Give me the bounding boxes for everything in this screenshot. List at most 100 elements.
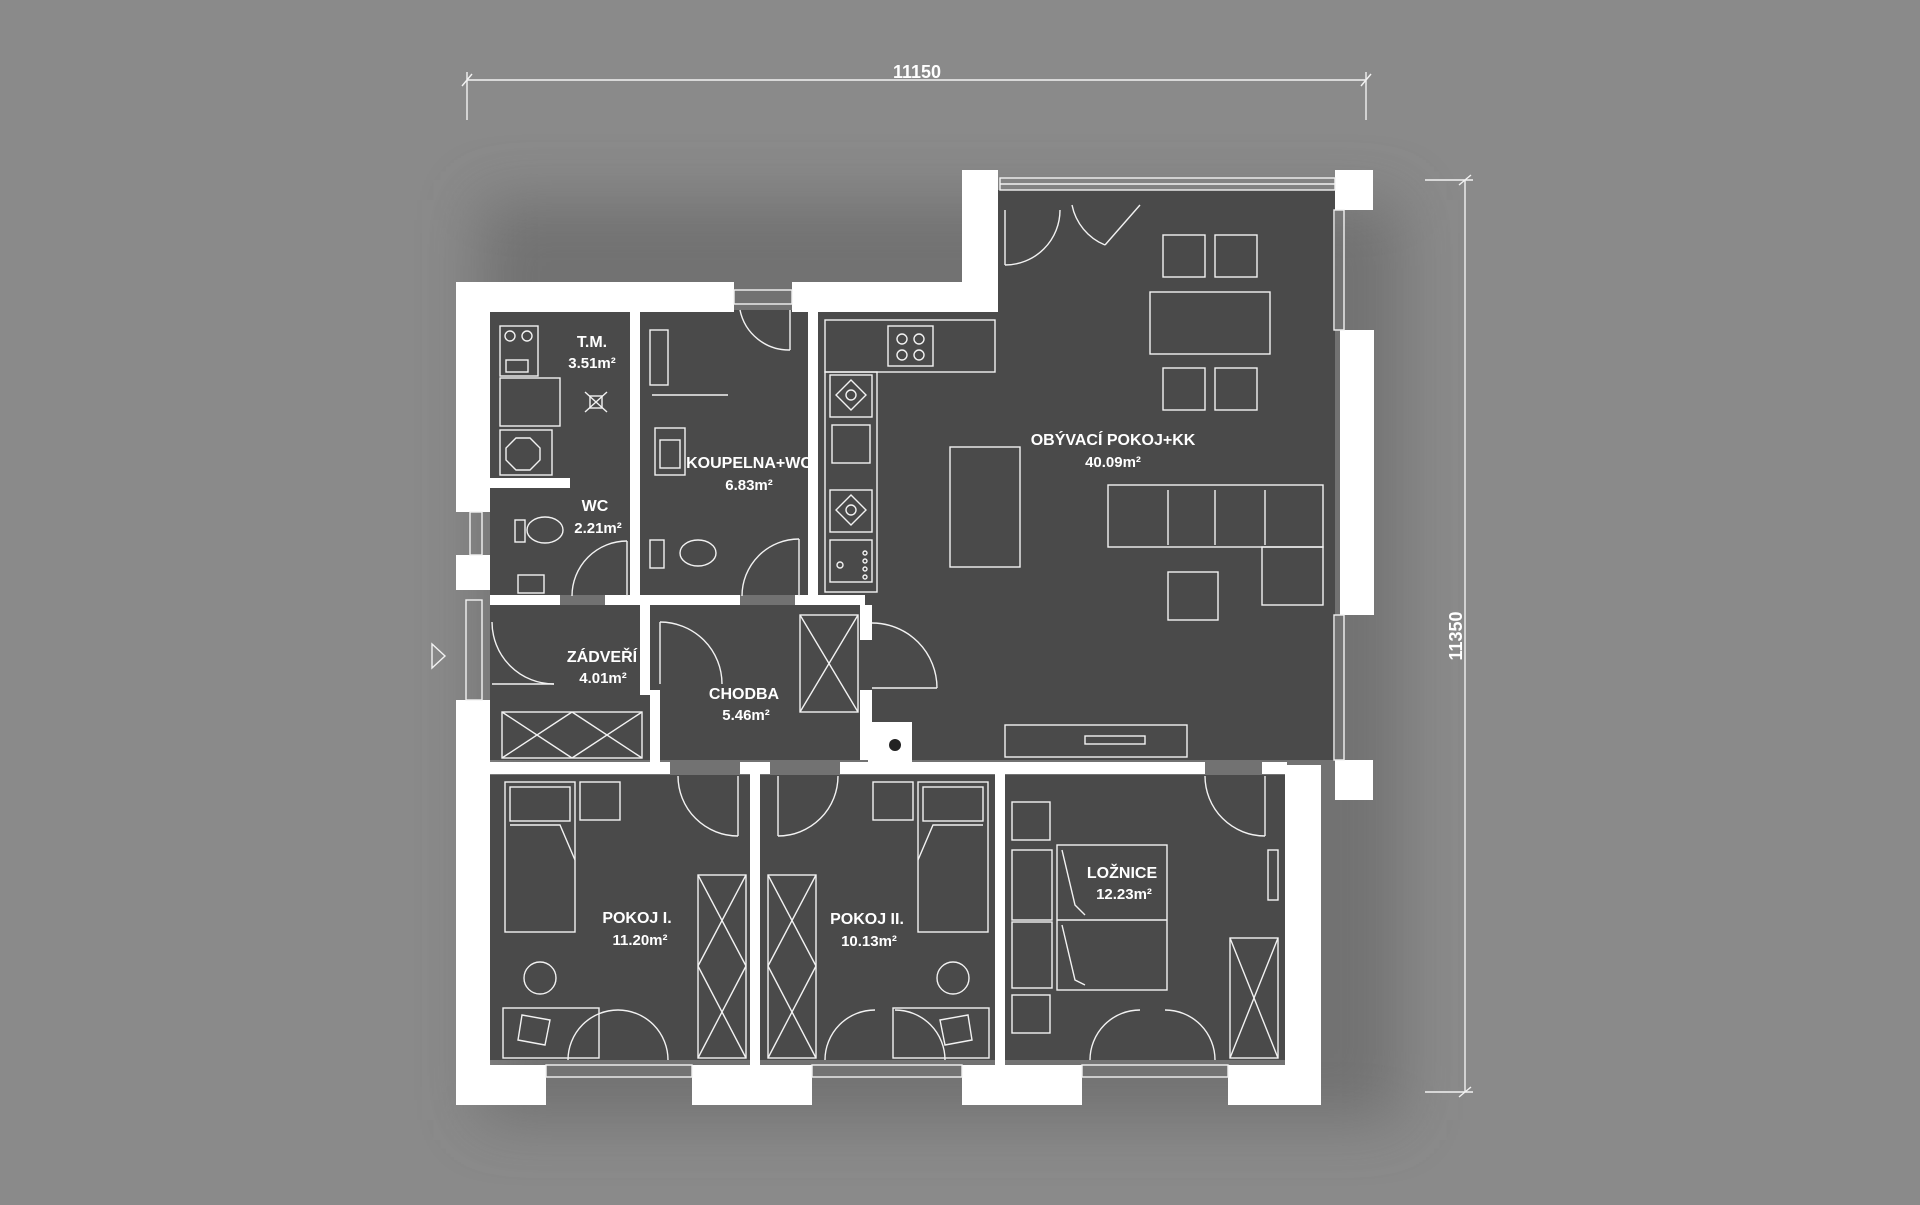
wall-int-h2d [1262,762,1287,774]
wc-sink [517,574,545,594]
room-name-obyvaci: OBÝVACÍ POKOJ+KK [1031,430,1196,449]
laptop-pokoj2 [939,1014,973,1046]
room-area-loznice: 12.23m² [1096,886,1152,903]
floor-zadveri [490,605,650,760]
coffee-table [1167,571,1219,621]
loznice-shelf-2 [1011,849,1053,921]
room-name-wc: WC [582,498,609,515]
sofa-corner [1261,546,1324,606]
toilet-wc [526,516,564,544]
washing-machine [499,377,561,427]
chodba-wardrobe [799,614,859,713]
wall-bottom-3 [962,1065,1082,1105]
triangle-arrow-icon [431,642,447,670]
dryer [499,429,553,476]
wall-int-v5 [650,690,660,765]
wall-int-v6 [750,774,760,1069]
dimension-height: 11350 [1446,611,1466,660]
wall-int-v7 [995,774,1005,1069]
furniture [499,234,1324,1059]
room-name-koupelna: KOUPELNA+WC [686,455,812,472]
wall-bottom-1 [456,1065,546,1105]
room-area-pokoj1: 11.20m² [612,932,667,949]
wall-int-h2a [490,762,670,774]
boiler [499,325,539,377]
wall-right [1340,330,1374,615]
wall-int-h1c [795,595,865,605]
window-left-wc [469,511,483,556]
wall-int-v3 [640,605,650,695]
loznice-shelf-1 [1011,801,1051,841]
floor-koupelna [640,310,808,595]
chair-3 [1162,367,1206,411]
chair-pokoj1 [523,961,557,995]
dimension-lines [461,72,1473,1098]
wall-right-lower [1285,765,1321,1105]
tv-unit [1004,724,1188,758]
wall-int-h1a [490,595,560,605]
kitchen-counter-left [824,371,878,593]
wall-bottom-4 [1228,1065,1321,1105]
wall-left-upper [456,282,490,512]
wall-int-v2 [808,312,818,597]
chimney-hole [889,739,901,751]
wall-int-h2b [740,762,770,774]
chair-pokoj2 [936,961,970,995]
floor-pokoj2 [760,775,995,1060]
window-bottom-3 [1081,1064,1229,1078]
room-area-obyvaci: 40.09m² [1085,454,1141,471]
dimension-width: 11150 [893,62,941,82]
walls [456,170,1374,1105]
window-right-top [1333,209,1345,331]
room-name-chodba: CHODBA [709,686,780,703]
room-name-zadveri: ZÁDVEŘÍ [567,647,638,666]
double-bed [1056,844,1168,991]
nightstand-pokoj1 [579,781,621,821]
room-name-tm: T.M. [577,334,607,351]
bed-pokoj1 [504,781,576,933]
room-name-loznice: LOŽNICE [1087,863,1158,882]
laptop-pokoj1 [517,1014,551,1046]
loznice-shelf-4 [1011,994,1051,1034]
wall-pillar-top [962,170,998,312]
window-bottom-1 [545,1064,693,1078]
wall-corner-tr [1335,170,1373,210]
bed-pokoj2 [917,781,989,933]
chair-1 [1162,234,1206,278]
floor-living [990,190,1335,760]
kitchen-island [949,446,1021,568]
wall-int-v4a [860,605,872,640]
room-area-zadveri: 4.01m² [579,670,627,687]
room-area-pokoj2: 10.13m² [841,933,897,950]
room-name-pokoj2: POKOJ II. [830,911,904,928]
chair-4 [1214,367,1258,411]
kitchen-counter-top [824,319,996,373]
room-area-tm: 3.51m² [568,355,616,372]
room-area-wc: 2.21m² [574,520,622,537]
room-area-chodba: 5.46m² [722,707,770,724]
nightstand-pokoj2 [872,781,914,821]
floor-pokoj1 [490,775,750,1060]
doors [491,204,1266,1061]
window-bottom-2 [811,1064,963,1078]
kitchen-sink [831,424,871,464]
windows [465,177,1345,1078]
toilet-bath [679,539,717,567]
loznice-shelf-3 [1011,921,1053,989]
desk-pokoj1 [502,1007,600,1059]
floor-chodba [650,605,860,760]
wall-int-h2c [840,762,1205,774]
entrance-door-frame [465,599,483,701]
wall-corner-right [1335,760,1373,800]
desk-pokoj2 [892,1007,990,1059]
chair-2 [1214,234,1258,278]
room-area-koupelna: 6.83m² [725,477,773,494]
wall-left-lower [456,700,490,1105]
room-name-pokoj1: POKOJ I. [602,910,671,927]
dining-table [1149,291,1271,355]
wardrobe-loznice [1229,937,1279,1059]
bath-sink [654,427,686,476]
window-top-small [733,289,793,305]
